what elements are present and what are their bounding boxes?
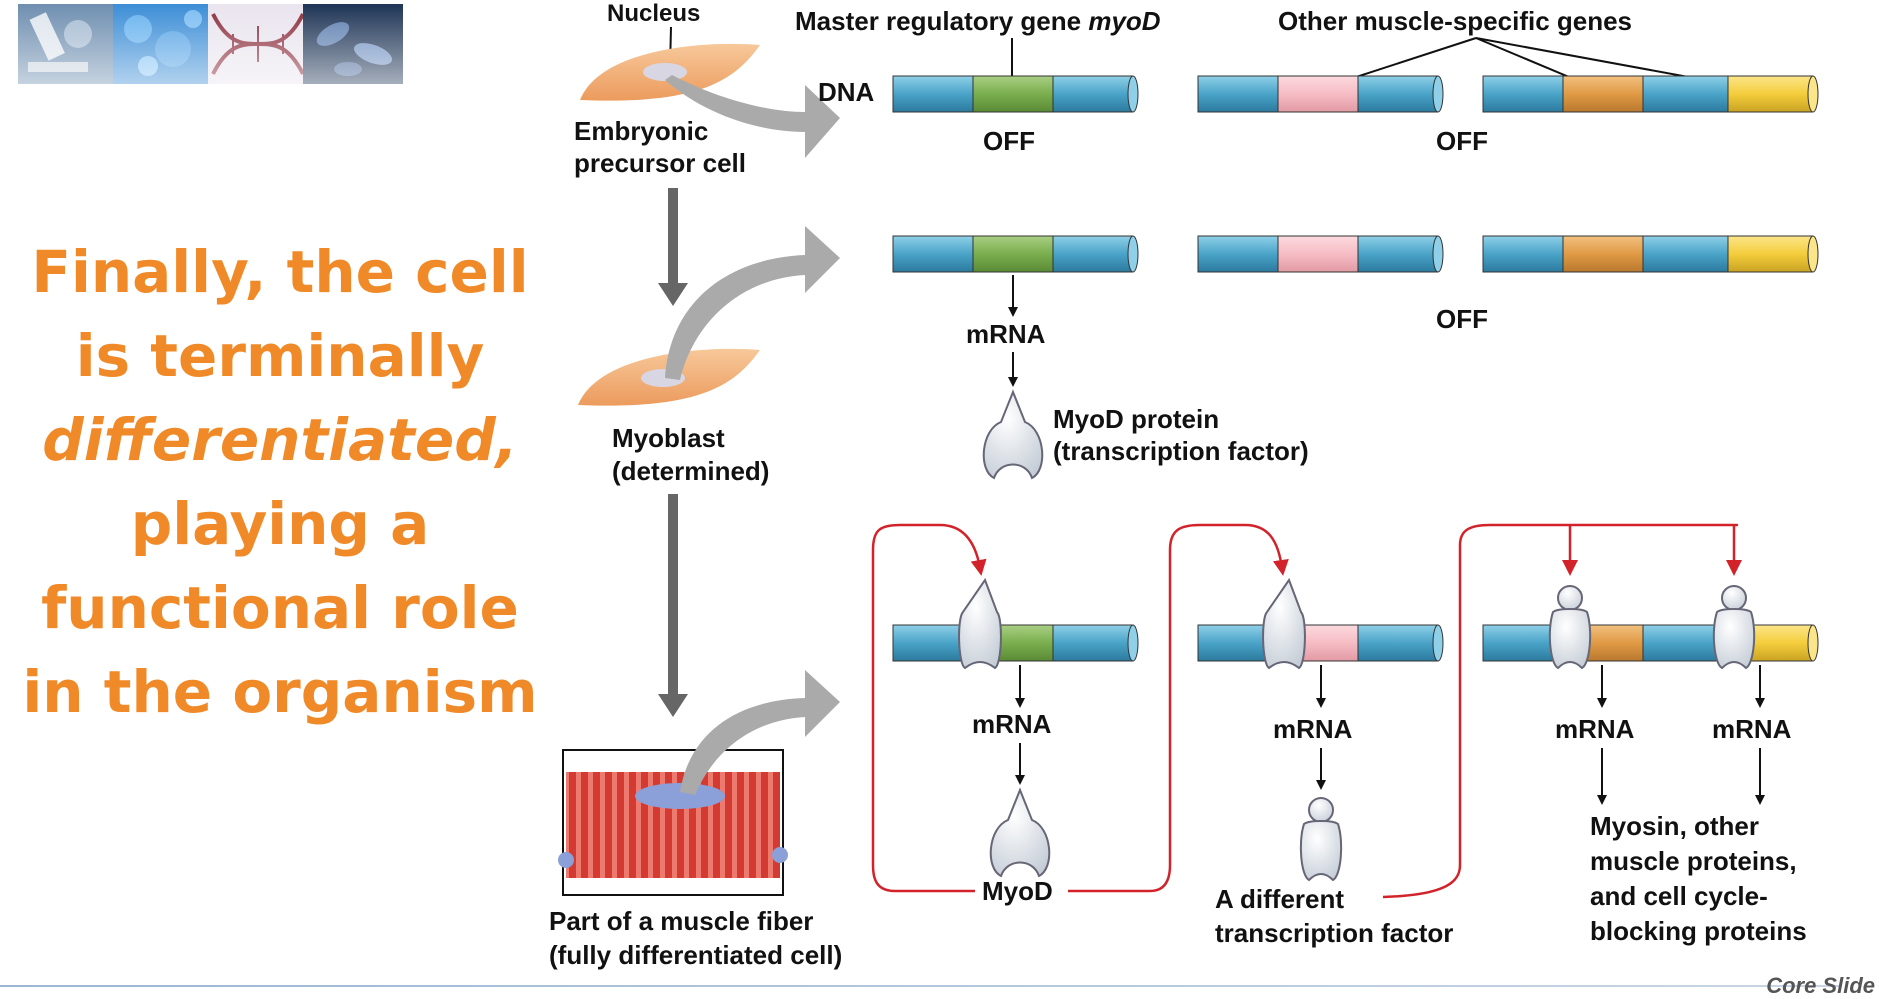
dna-strand-orange-yellow	[1482, 624, 1819, 662]
embryonic-label-1: Embryonic	[574, 116, 708, 146]
proteins-label-1: Myosin, other	[1590, 811, 1759, 841]
headline-line: playing a	[130, 490, 430, 558]
round-factor-bound-icon	[1548, 585, 1592, 670]
myoblast-label-2: (determined)	[612, 456, 769, 486]
mrna-label: mRNA	[1712, 714, 1792, 744]
off-label: OFF	[1436, 304, 1488, 334]
different-factor-icon	[1299, 797, 1343, 882]
myod-protein-icon	[982, 389, 1044, 480]
different-tf-label-2: transcription factor	[1215, 918, 1453, 948]
mrna-label: mRNA	[966, 319, 1046, 349]
mrna-label: mRNA	[1555, 714, 1635, 744]
dna-strand-myod	[892, 624, 1139, 662]
myoblast-label-1: Myoblast	[612, 423, 725, 453]
dna-strand-pink	[1197, 235, 1444, 273]
off-label: OFF	[983, 126, 1035, 156]
embryonic-label-2: precursor cell	[574, 148, 746, 178]
proteins-label-2: muscle proteins,	[1590, 846, 1797, 876]
mrna-label: mRNA	[972, 709, 1052, 739]
progression-arrow	[658, 188, 688, 306]
dna-strand-myod	[892, 235, 1139, 273]
myod-protein-label-1: MyoD protein	[1053, 404, 1219, 434]
other-genes-label: Other muscle-specific genes	[1278, 6, 1632, 36]
round-factor-bound-icon	[1712, 585, 1756, 670]
headline-emphasis: differentiated,	[42, 406, 518, 474]
myod-label: MyoD	[982, 876, 1053, 906]
dna-label: DNA	[818, 77, 875, 107]
grey-curved-arrow	[665, 226, 840, 380]
mrna-label: mRNA	[1273, 714, 1353, 744]
progression-arrow	[658, 494, 688, 717]
grey-curved-arrow	[680, 670, 840, 795]
headline-line: Finally, the cell	[31, 238, 529, 306]
core-slide-label: Core Slide	[1766, 973, 1875, 998]
red-feedback-arrow	[1068, 523, 1289, 893]
grey-curved-arrow	[665, 75, 840, 158]
myod-bound-factor-icon	[958, 577, 1002, 670]
muscle-fiber-label-1: Part of a muscle fiber	[549, 906, 813, 936]
dna-strand-orange-yellow	[1482, 235, 1819, 273]
myod-protein-icon	[989, 787, 1051, 878]
different-factor-bound-icon	[1262, 577, 1306, 670]
red-feedback-arrow	[871, 523, 987, 893]
science-banner-image	[18, 4, 403, 84]
different-tf-label-1: A different	[1215, 884, 1344, 914]
dna-strand-pink	[1197, 75, 1444, 113]
proteins-label-3: and cell cycle-	[1590, 881, 1768, 911]
headline: Finally, the cell is terminally differen…	[10, 230, 550, 734]
dna-strand-pink	[1197, 624, 1444, 662]
headline-line: differentiated,	[10, 398, 550, 482]
headline-line: in the organism	[22, 658, 538, 726]
nucleus-label: Nucleus	[607, 0, 700, 27]
muscle-fiber-label-2: (fully differentiated cell)	[549, 940, 842, 970]
proteins-label-4: blocking proteins	[1590, 916, 1807, 946]
embryonic-cell	[580, 43, 760, 101]
headline-line: functional role	[41, 574, 519, 642]
dna-strand-orange-yellow	[1482, 75, 1819, 113]
red-feedback-arrow	[1382, 523, 1739, 899]
headline-line: is terminally	[75, 322, 485, 390]
muscle-fiber	[558, 749, 788, 896]
dna-strand-myod	[892, 75, 1139, 113]
myod-protein-label-2: (transcription factor)	[1053, 436, 1309, 466]
footer-rule	[0, 985, 1840, 987]
master-gene-label: Master regulatory gene myoD	[795, 6, 1161, 36]
off-label: OFF	[1436, 126, 1488, 156]
